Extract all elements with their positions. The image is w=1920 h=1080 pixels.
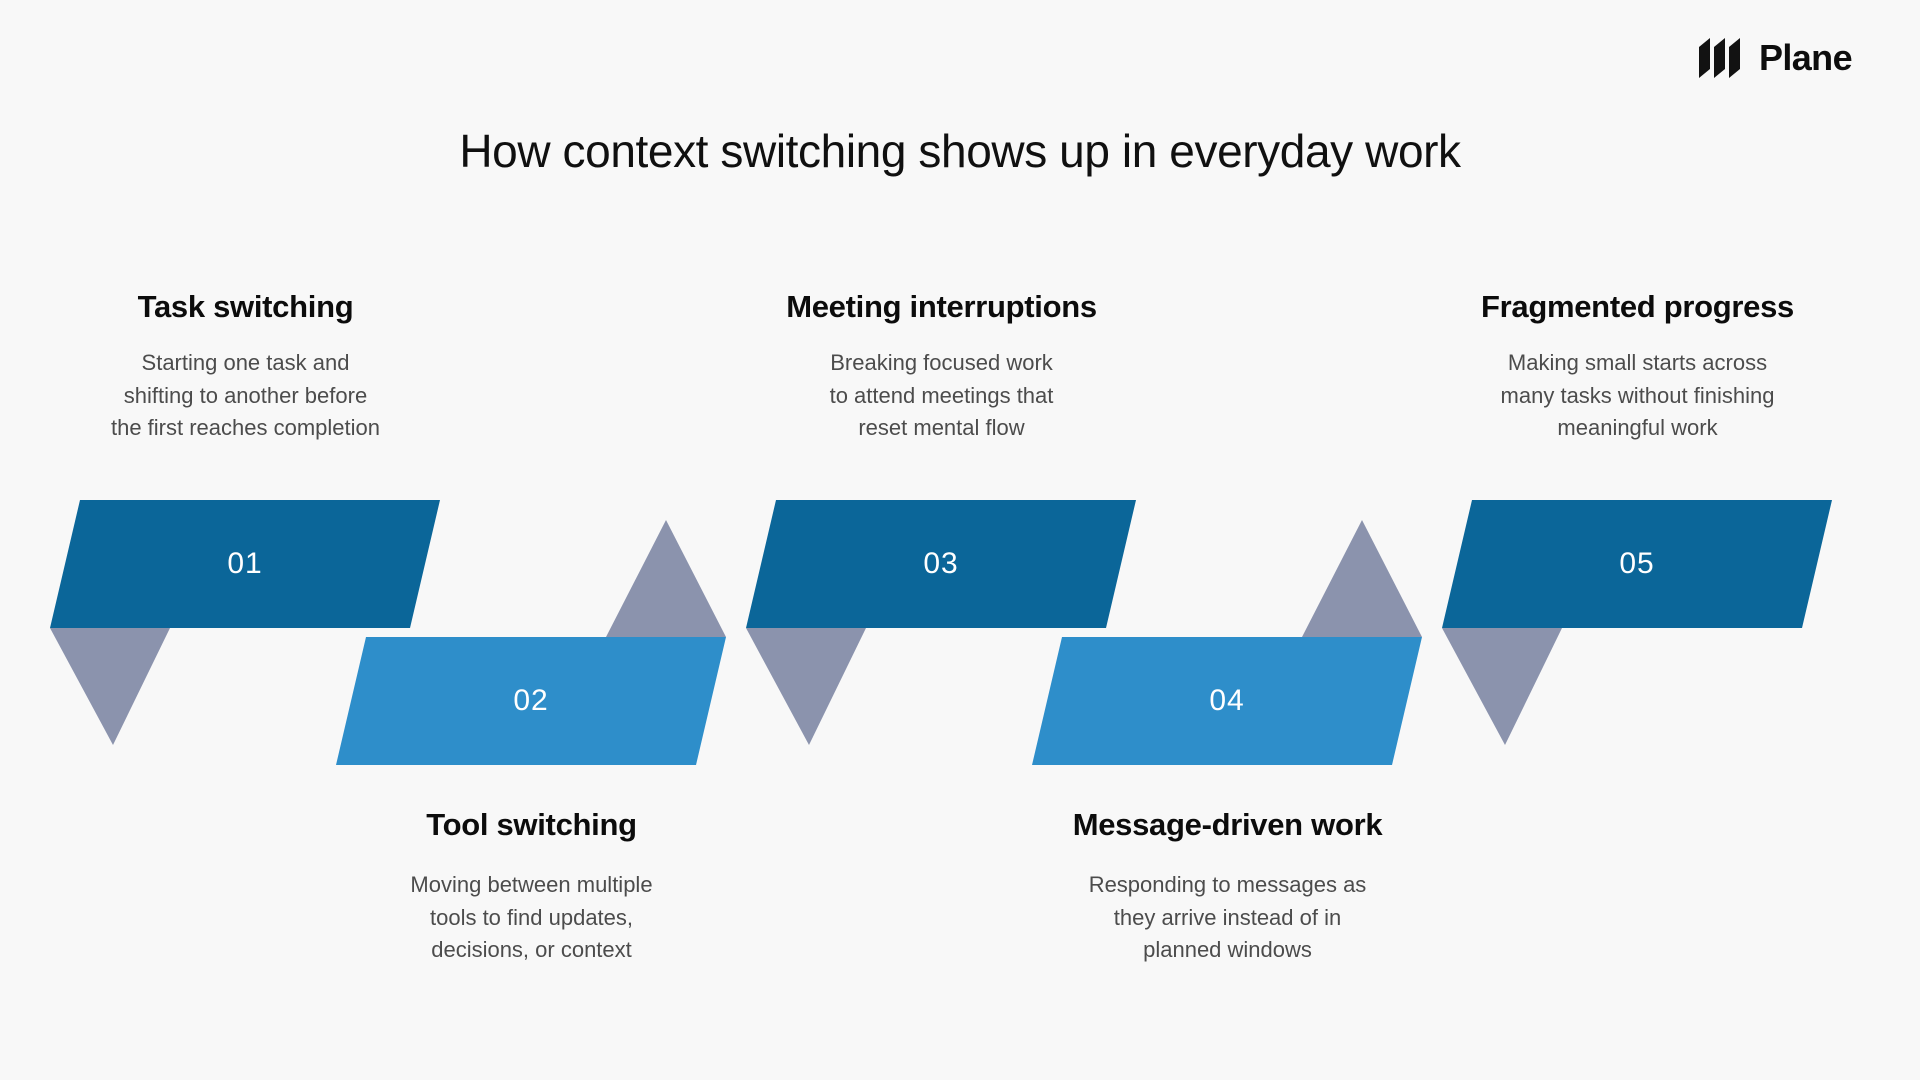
step-desc-line: many tasks without finishing: [1500, 382, 1775, 408]
step-shape-01[interactable]: [50, 500, 440, 628]
step-shape-03[interactable]: [746, 500, 1136, 628]
step-heading-01: Task switching: [137, 289, 354, 324]
step-description-01: Starting one task and shifting to anothe…: [53, 347, 438, 445]
step-heading-03: Meeting interruptions: [786, 289, 1097, 324]
step-number-02: 02: [513, 684, 548, 717]
step-shape-05[interactable]: [1442, 500, 1832, 628]
step-desc-line: reset mental flow: [858, 415, 1025, 441]
step-heading-02: Tool switching: [426, 807, 637, 842]
step-desc-line: meaningful work: [1557, 415, 1718, 441]
step-heading-04: Message-driven work: [1072, 807, 1383, 842]
step-number-04: 04: [1209, 684, 1244, 717]
step-text-03: Meeting interruptions Breaking focused w…: [749, 288, 1134, 445]
step-description-05: Making small starts across many tasks wi…: [1445, 347, 1830, 445]
connector-up-2: [1302, 520, 1422, 637]
connector-down-3: [1442, 628, 1562, 745]
brand-logo: Plane: [1698, 37, 1853, 78]
step-desc-line: tools to find updates,: [429, 904, 634, 930]
connector-down-1: [50, 628, 170, 745]
step-desc-line: decisions, or context: [431, 937, 632, 963]
connector-up-1: [606, 520, 726, 637]
step-desc-line: Starting one task and: [141, 350, 350, 376]
step-number-01: 01: [227, 547, 262, 580]
brand-name: Plane: [1758, 37, 1853, 78]
step-desc-line: to attend meetings that: [829, 382, 1054, 408]
step-shape-02[interactable]: [336, 637, 726, 765]
page-title: How context switching shows up in everyd…: [459, 125, 1461, 177]
step-text-02: Tool switching Moving between multiple t…: [339, 806, 724, 967]
step-desc-line: the first reaches completion: [110, 415, 381, 441]
step-number-03: 03: [923, 547, 958, 580]
step-desc-line: Making small starts across: [1507, 350, 1768, 376]
step-desc-line: shifting to another before: [123, 382, 368, 408]
step-desc-line: planned windows: [1143, 937, 1312, 963]
step-text-05: Fragmented progress Making small starts …: [1445, 288, 1830, 445]
step-desc-line: Moving between multiple: [410, 872, 653, 898]
step-shape-04[interactable]: [1032, 637, 1422, 765]
step-desc-line: Breaking focused work: [830, 350, 1053, 376]
connector-down-2: [746, 628, 866, 745]
step-description-04: Responding to messages as they arrive in…: [1035, 869, 1420, 967]
step-description-03: Breaking focused work to attend meetings…: [749, 347, 1134, 445]
step-heading-05: Fragmented progress: [1481, 289, 1794, 324]
step-text-04: Message-driven work Responding to messag…: [1035, 806, 1420, 967]
step-text-01: Task switching Starting one task and shi…: [53, 288, 438, 445]
step-desc-line: Responding to messages as: [1088, 872, 1367, 898]
step-description-02: Moving between multiple tools to find up…: [339, 869, 724, 967]
step-number-05: 05: [1619, 547, 1654, 580]
plane-logo-icon: [1698, 38, 1740, 78]
step-desc-line: they arrive instead of in: [1113, 904, 1342, 930]
